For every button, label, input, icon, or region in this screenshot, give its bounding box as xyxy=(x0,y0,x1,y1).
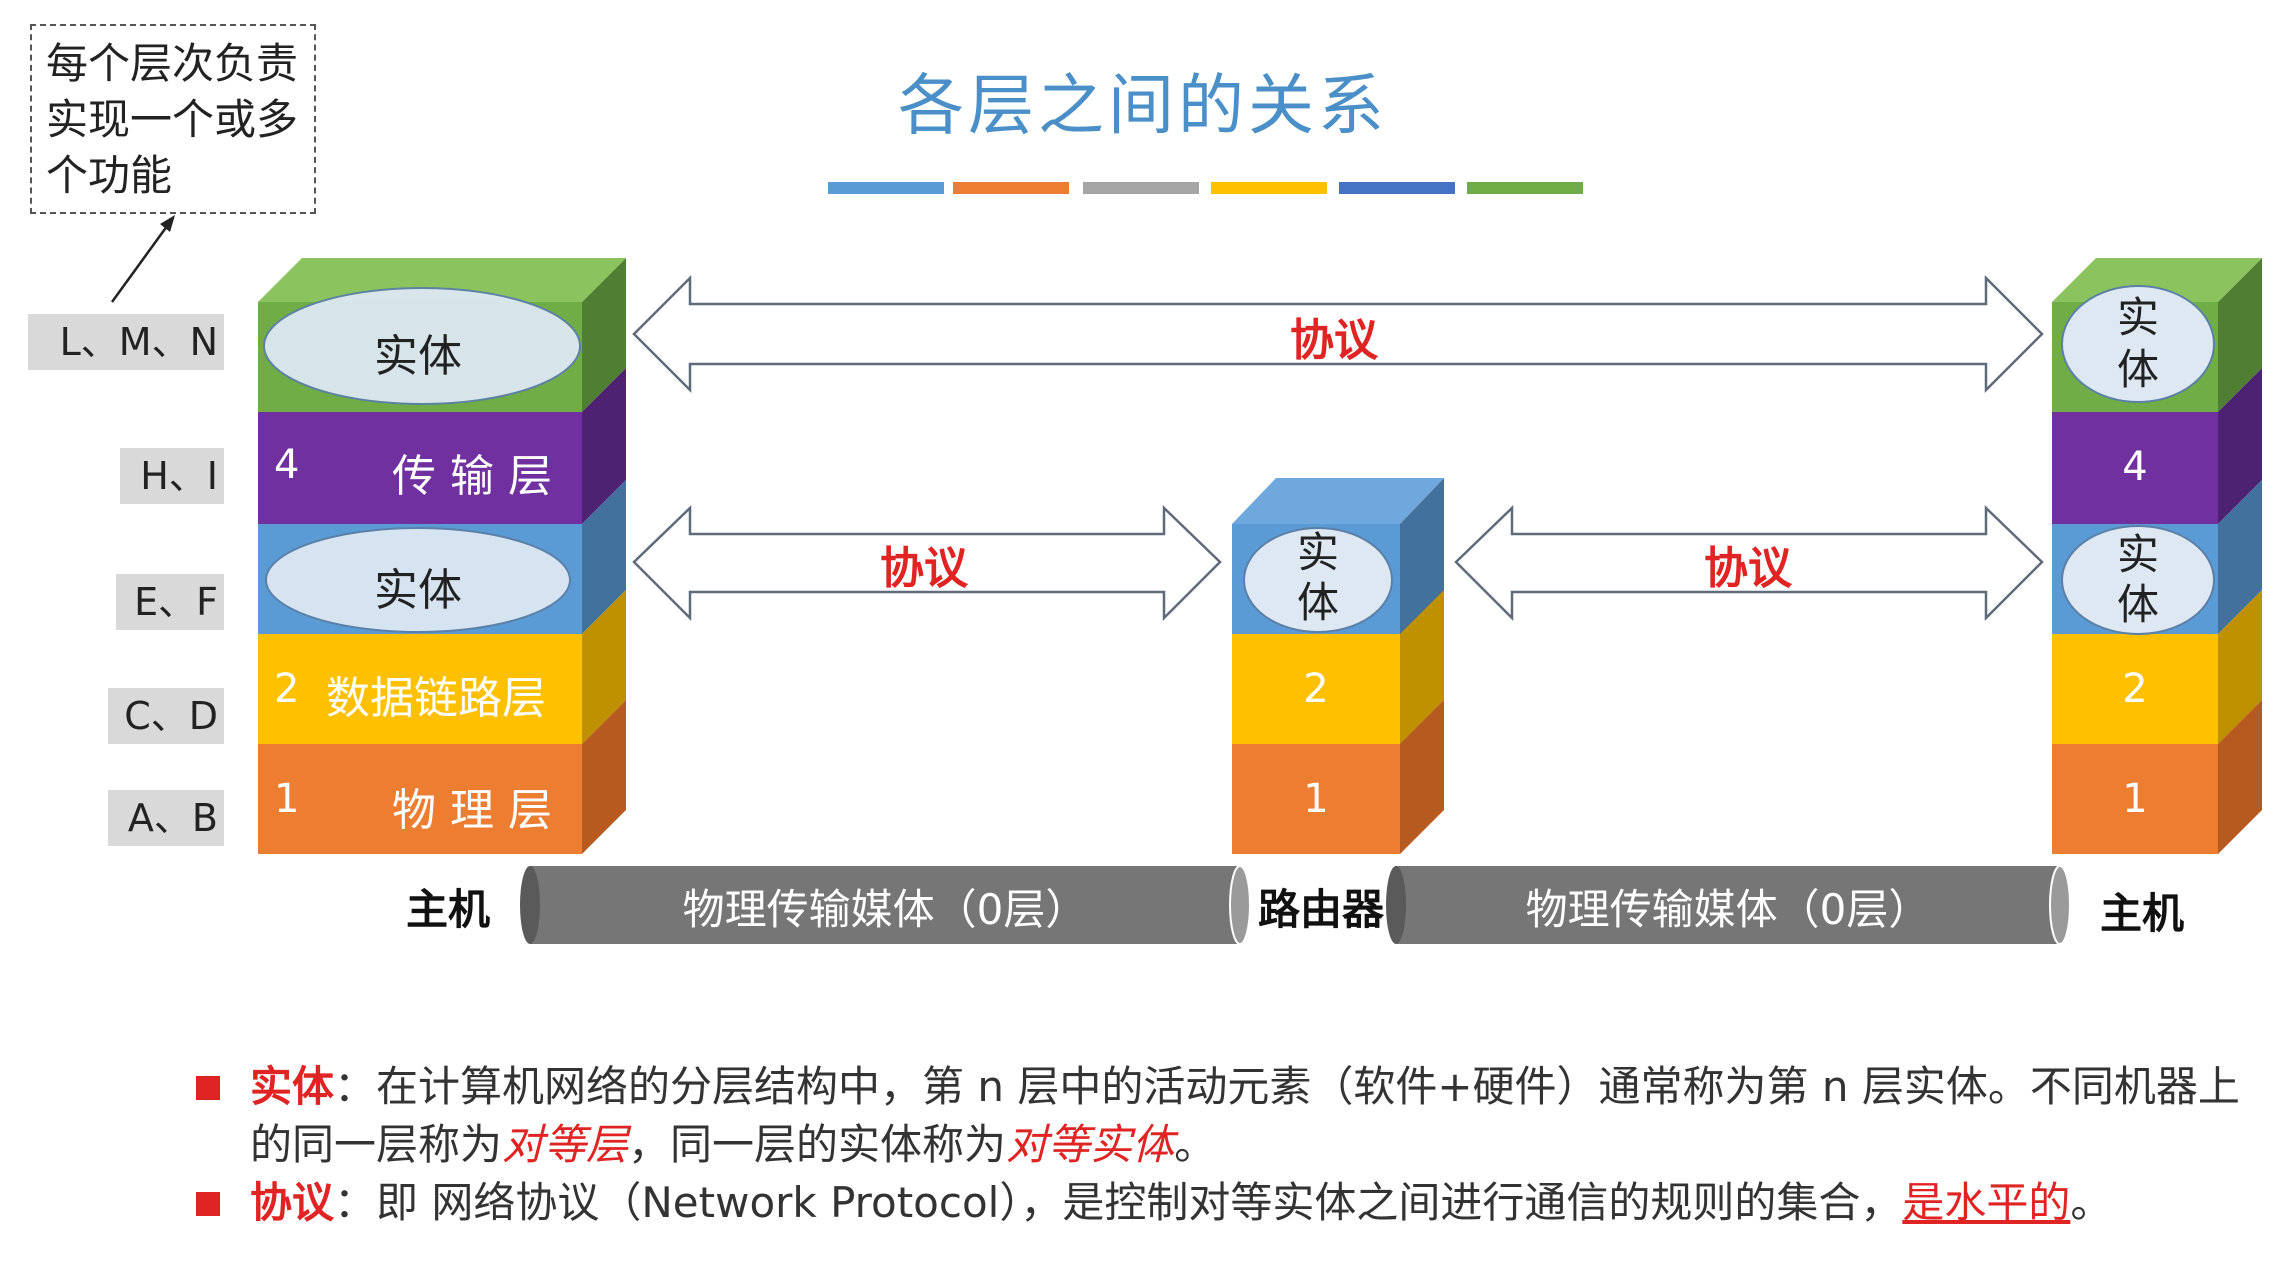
tag-layer5: L、M、N xyxy=(28,314,224,370)
protocol-keyword: 协议 xyxy=(250,1178,335,1227)
left-layer4-number: 4 xyxy=(274,442,300,488)
router-layer2-number: 2 xyxy=(1303,666,1329,712)
mid-left-protocol-label: 协议 xyxy=(880,543,968,594)
right-layer2-number: 2 xyxy=(2122,666,2148,712)
right-host-label: 主机 xyxy=(2100,889,2185,938)
right-layer5-entity-label: 实体 xyxy=(2116,293,2159,394)
peer-layer-term: 对等层 xyxy=(502,1120,629,1169)
entity-text-1: ：在计算机网络的分层结构中，第 n 层中的活动元素（软件+硬件）通常称为第 n … xyxy=(250,1062,2240,1169)
router-layer1-number: 1 xyxy=(1303,776,1329,822)
router-label: 路由器 xyxy=(1258,885,1385,934)
tag-layer4: H、I xyxy=(120,448,224,504)
left-layer3-entity-label: 实体 xyxy=(374,565,462,616)
top-protocol-label: 协议 xyxy=(1290,315,1378,366)
tag-layer1: A、B xyxy=(108,790,224,846)
left-layer2-name: 数据链路层 xyxy=(326,673,546,724)
right-medium-label: 物理传输媒体（0层） xyxy=(1525,885,1931,934)
horizontal-term: 是水平的 xyxy=(1902,1178,2071,1227)
layer-function-note: 每个层次负责实现一个或多个功能 xyxy=(30,24,316,214)
bullet-square-icon xyxy=(196,1192,220,1216)
left-layer1-name: 物 理 层 xyxy=(392,785,552,836)
right-medium-cylinder xyxy=(1386,865,2071,945)
entity-definition: 实体：在计算机网络的分层结构中，第 n 层中的活动元素（软件+硬件）通常称为第 … xyxy=(190,1058,2260,1174)
top-protocol-arrow xyxy=(632,274,2044,394)
left-medium-label: 物理传输媒体（0层） xyxy=(682,885,1088,934)
entity-text-3: 。 xyxy=(1174,1120,1217,1169)
router-layer3-entity-label: 实体 xyxy=(1296,528,1339,627)
left-layer2-number: 2 xyxy=(274,666,300,712)
right-layer1-number: 1 xyxy=(2122,776,2148,822)
entity-text-2: ，同一层的实体称为 xyxy=(628,1120,1007,1169)
protocol-text-1: ：即 网络协议（Network Protocol），是控制对等实体之间进行通信的… xyxy=(334,1178,1903,1227)
mid-left-protocol-arrow xyxy=(632,505,1222,622)
left-medium-cylinder xyxy=(520,865,1251,945)
page-title: 各层之间的关系 xyxy=(898,67,1388,144)
left-layer4-name: 传 输 层 xyxy=(392,451,552,502)
left-host-stack xyxy=(258,258,626,854)
note-pointer-arrow xyxy=(110,221,172,303)
tag-layer2: C、D xyxy=(108,688,224,744)
bullet-square-icon xyxy=(196,1076,220,1100)
mid-right-protocol-label: 协议 xyxy=(1704,543,1792,594)
peer-entity-term: 对等实体 xyxy=(1006,1120,1175,1169)
right-layer3-entity-label: 实体 xyxy=(2116,530,2159,629)
title-color-bar xyxy=(828,182,1583,194)
protocol-definition: 协议：即 网络协议（Network Protocol），是控制对等实体之间进行通… xyxy=(190,1174,2260,1232)
left-layer5-entity-label: 实体 xyxy=(374,331,462,382)
mid-right-protocol-arrow xyxy=(1454,505,2044,622)
left-host-label: 主机 xyxy=(406,885,491,934)
protocol-text-2: 。 xyxy=(2070,1178,2113,1227)
right-host-stack xyxy=(2052,258,2262,854)
left-layer1-number: 1 xyxy=(274,776,300,822)
right-layer4-number: 4 xyxy=(2122,444,2148,490)
tag-layer3: E、F xyxy=(116,574,224,630)
definitions: 实体：在计算机网络的分层结构中，第 n 层中的活动元素（软件+硬件）通常称为第 … xyxy=(190,1058,2260,1232)
entity-keyword: 实体 xyxy=(250,1062,335,1111)
router-stack xyxy=(1232,478,1444,854)
